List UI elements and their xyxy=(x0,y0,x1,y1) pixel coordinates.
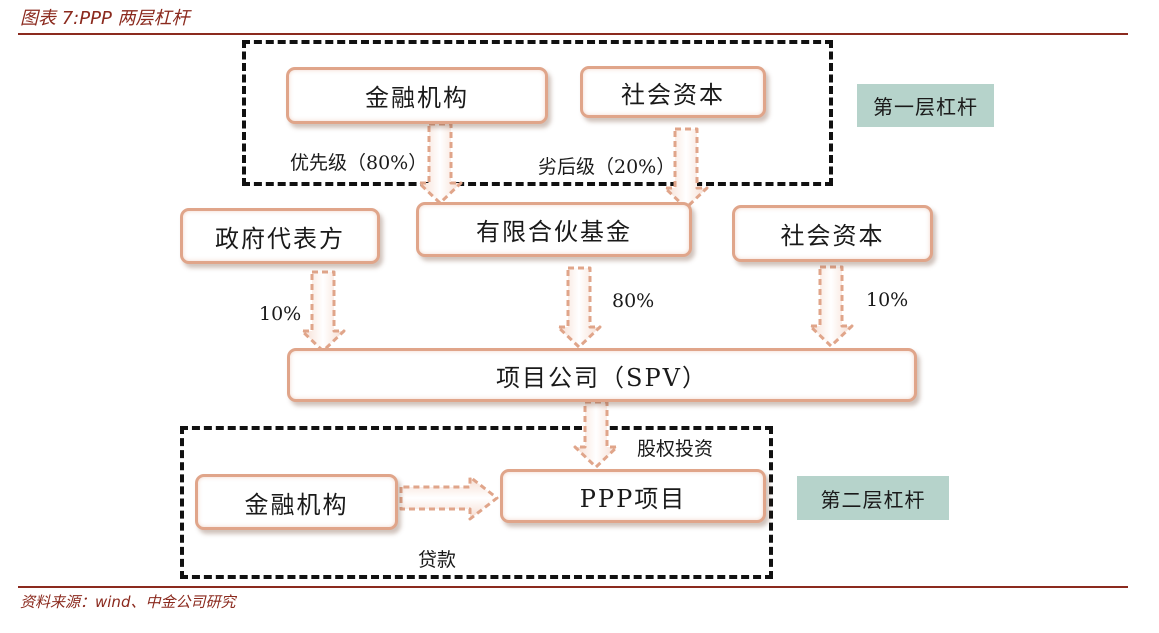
arrow-fund-to-spv xyxy=(556,266,602,349)
layer1-box xyxy=(242,40,833,186)
label-loan: 贷款 xyxy=(418,549,457,571)
layer2-box xyxy=(180,426,773,579)
node-fund: 有限合伙基金 xyxy=(416,202,692,257)
arrow-gov-to-spv xyxy=(300,270,346,353)
label-priority: 优先级（80%） xyxy=(290,152,428,174)
label-social-pct: 10% xyxy=(866,289,909,311)
arrow-social-to-spv xyxy=(808,265,854,348)
node-spv: 项目公司（SPV） xyxy=(287,348,917,402)
node-gov: 政府代表方 xyxy=(180,208,380,264)
source-rule xyxy=(18,586,1128,588)
node-social-top: 社会资本 xyxy=(580,66,766,118)
label-fund-pct: 80% xyxy=(612,290,655,312)
label-subordinate: 劣后级（20%） xyxy=(538,156,676,178)
arrow-finance-to-ppp xyxy=(399,475,499,521)
node-finance-top: 金融机构 xyxy=(286,67,548,124)
node-finance-bottom: 金融机构 xyxy=(195,474,398,530)
tag-layer1: 第一层杠杆 xyxy=(857,84,994,127)
source-note: 资料来源：wind、中金公司研究 xyxy=(20,593,236,611)
figure-title: 图表 7:PPP 两层杠杆 xyxy=(20,8,190,29)
label-equity: 股权投资 xyxy=(637,438,714,460)
arrow-social-to-fund xyxy=(663,127,709,210)
arrow-finance-to-fund xyxy=(417,122,463,205)
title-rule xyxy=(18,33,1128,35)
arrow-spv-to-ppp xyxy=(573,400,619,469)
label-gov-pct: 10% xyxy=(259,303,302,325)
node-social-mid: 社会资本 xyxy=(732,205,933,262)
tag-layer2: 第二层杠杆 xyxy=(797,476,949,520)
node-ppp: PPP项目 xyxy=(500,469,766,523)
